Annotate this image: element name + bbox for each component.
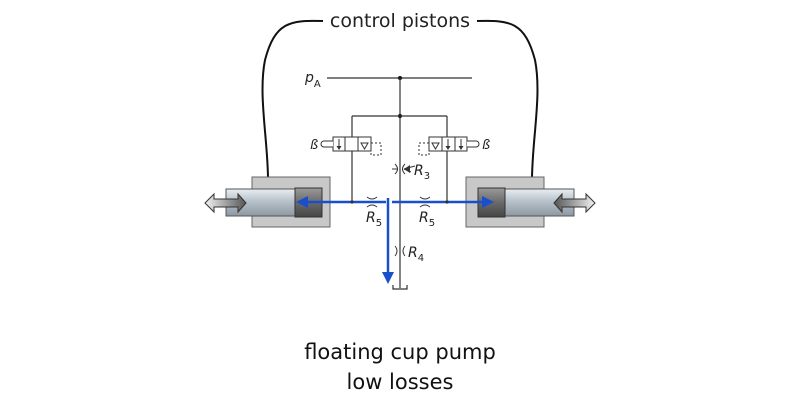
svg-text:R4: R4: [408, 245, 424, 264]
leader-right: [476, 19, 539, 189]
flow-left: [296, 196, 386, 208]
leader-left: [261, 19, 324, 189]
svg-text:R5: R5: [366, 210, 382, 229]
piston-right: [477, 187, 596, 218]
caption-line-1: floating cup pump: [304, 340, 496, 364]
valve-signal-right: ß: [482, 138, 490, 153]
restrictor-r4: R4: [394, 245, 424, 264]
restrictor-r5-left: R5: [366, 196, 382, 229]
valve-right: ß: [418, 136, 490, 156]
flow-down: [382, 198, 394, 284]
valve-signal-left: ß: [310, 138, 318, 153]
tank-icon: [392, 285, 408, 290]
svg-text:R5: R5: [419, 210, 435, 229]
restrictor-r5-right: R5: [419, 196, 435, 229]
caption-line-2: low losses: [346, 370, 454, 394]
restrictor-r3: R3: [392, 163, 430, 182]
valve-left: ß: [310, 136, 382, 156]
flow-right: [392, 196, 494, 208]
supply-pressure-label: pA: [304, 70, 321, 90]
svg-text:R3: R3: [414, 163, 430, 182]
control-pistons-label: control pistons: [330, 10, 470, 32]
